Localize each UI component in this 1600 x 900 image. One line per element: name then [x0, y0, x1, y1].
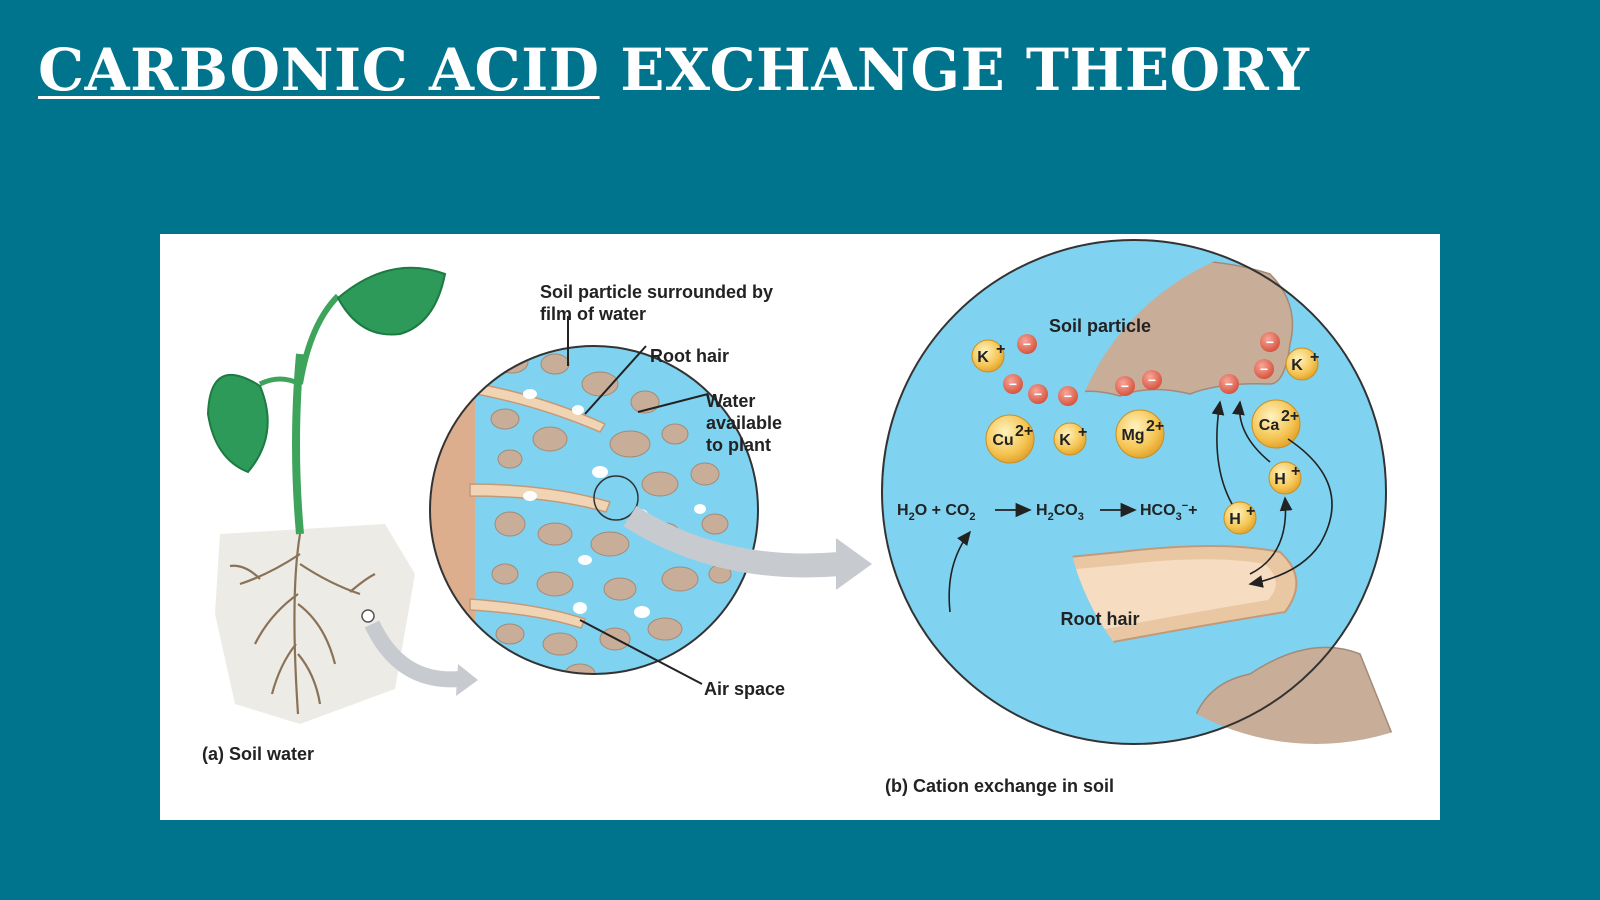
- leaf-upper: [336, 266, 447, 336]
- svg-text:H: H: [1229, 511, 1241, 528]
- zoom-arrow-b: [623, 505, 841, 578]
- label-soil-particle-line1: Soil particle surrounded by: [540, 282, 773, 302]
- svg-text:K: K: [1291, 357, 1303, 374]
- title-rest: EXCHANGE THEORY: [599, 36, 1310, 104]
- svg-text:+: +: [1246, 503, 1255, 520]
- ion-h: H+: [1223, 501, 1257, 535]
- plant-roots: [229, 533, 376, 715]
- soil-particle-corner: [1189, 646, 1402, 744]
- svg-text:−: −: [1148, 372, 1156, 388]
- title-underlined: CARBONIC ACID: [38, 36, 600, 104]
- negative-charges: − − − − − − − − −: [1003, 332, 1280, 406]
- soil-water-zoom-circle: [429, 345, 759, 675]
- diagram-svg: Soil particle surrounded by film of wate…: [202, 239, 1402, 796]
- svg-text:2+: 2+: [1281, 408, 1299, 425]
- svg-text:Ca: Ca: [1259, 417, 1280, 434]
- svg-text:H: H: [1274, 471, 1286, 488]
- negative-charge: −: [1017, 334, 1037, 354]
- carbonic-acid-equation: H2O + CO2 H2CO3 HCO3−+: [897, 500, 1197, 523]
- negative-charge: −: [1142, 370, 1162, 390]
- soil-block: [215, 524, 415, 724]
- ion-k: K+: [971, 339, 1005, 373]
- equation-bicarbonate: HCO3−+: [1140, 500, 1197, 523]
- zoom-origin-circle: [361, 609, 375, 623]
- svg-text:2+: 2+: [1146, 418, 1164, 435]
- label-water-line2: available: [706, 413, 782, 433]
- root-hairs: [464, 381, 612, 629]
- cations: K+ K+ Cu2+ K+ Mg2+ Ca2+ H+ H+: [971, 339, 1319, 535]
- negative-charge: −: [1115, 376, 1135, 396]
- negative-charge: −: [1219, 374, 1239, 394]
- svg-text:+: +: [1078, 424, 1087, 441]
- caption-b: (b) Cation exchange in soil: [885, 776, 1114, 796]
- svg-text:−: −: [1009, 376, 1017, 392]
- svg-text:−: −: [1064, 388, 1072, 404]
- label-air-space: Air space: [704, 679, 785, 699]
- negative-charge: −: [1254, 359, 1274, 379]
- equation-reactants: H2O + CO2: [897, 502, 976, 523]
- ion-ca: Ca2+: [1251, 399, 1301, 449]
- svg-text:−: −: [1266, 334, 1274, 350]
- zoom-target-circle: [593, 475, 639, 521]
- svg-text:+: +: [1291, 463, 1300, 480]
- ion-k: K+: [1285, 347, 1319, 381]
- ion-k: K+: [1053, 422, 1087, 456]
- svg-text:Mg: Mg: [1121, 427, 1144, 444]
- svg-text:2+: 2+: [1015, 423, 1033, 440]
- plant-stem: [292, 353, 304, 535]
- negative-charge: −: [1260, 332, 1280, 352]
- plant-illustration: [206, 266, 478, 724]
- zoom-arrow-a: [364, 620, 461, 688]
- svg-text:−: −: [1225, 376, 1233, 392]
- slide-title: CARBONIC ACID EXCHANGE THEORY: [38, 36, 1309, 104]
- svg-text:−: −: [1121, 378, 1129, 394]
- label-water-line3: to plant: [706, 435, 771, 455]
- equation-carbonic-acid: H2CO3: [1036, 502, 1084, 523]
- svg-text:−: −: [1023, 336, 1031, 352]
- leader-lines-a: [567, 316, 709, 685]
- negative-charge: −: [1003, 374, 1023, 394]
- svg-text:−: −: [1260, 361, 1268, 377]
- label-root-hair-b: Root hair: [1061, 609, 1140, 629]
- svg-text:+: +: [996, 341, 1005, 358]
- ion-cu: Cu2+: [985, 414, 1035, 464]
- svg-text:+: +: [1310, 349, 1319, 366]
- diagram-figure: Soil particle surrounded by film of wate…: [160, 234, 1440, 820]
- svg-text:−: −: [1034, 386, 1042, 402]
- svg-text:Cu: Cu: [992, 432, 1013, 449]
- svg-text:K: K: [1059, 432, 1071, 449]
- ion-mg: Mg2+: [1115, 409, 1165, 459]
- caption-a: (a) Soil water: [202, 744, 314, 764]
- negative-charge: −: [1058, 386, 1078, 406]
- negative-charge: −: [1028, 384, 1048, 404]
- label-soil-particle-b: Soil particle: [1049, 316, 1151, 336]
- label-root-hair-a: Root hair: [650, 346, 729, 366]
- label-water-line1: Water: [706, 391, 755, 411]
- label-soil-particle-line2: film of water: [540, 304, 646, 324]
- exchange-arrows: [948, 400, 1333, 613]
- ion-h: H+: [1268, 461, 1302, 495]
- svg-text:K: K: [977, 349, 989, 366]
- leaf-lower: [206, 374, 269, 474]
